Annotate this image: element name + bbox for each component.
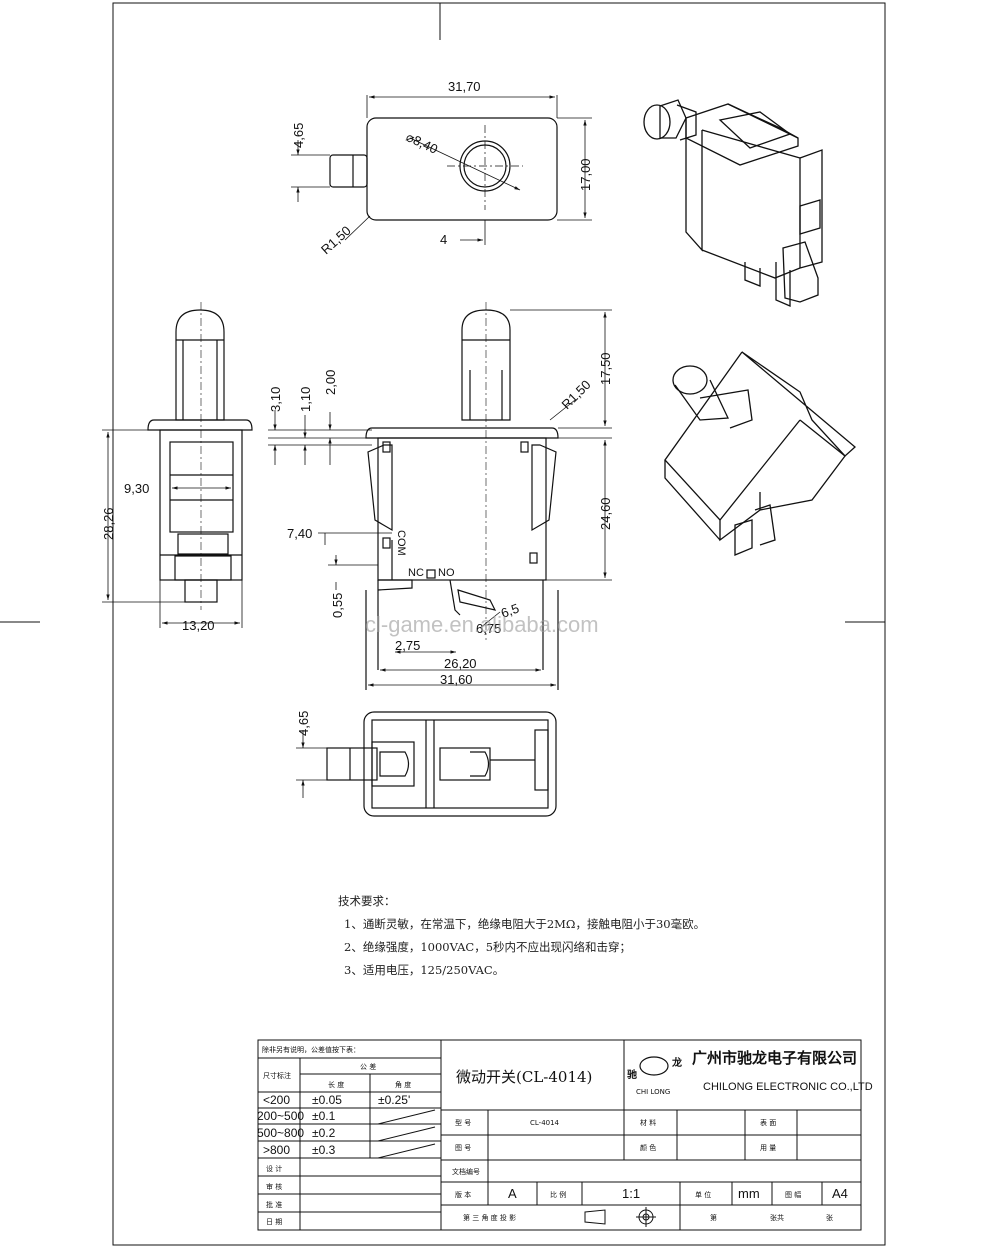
paper-label: 图 幅 <box>785 1190 801 1199</box>
dim-0-55: 0,55 <box>330 593 345 618</box>
top-view-dimensions <box>291 95 592 245</box>
file-label: 文档编号 <box>452 1167 480 1176</box>
tol-length-0: ±0.05 <box>312 1093 342 1107</box>
logo-char-1: 驰 <box>627 1068 637 1081</box>
sheet-suffix: 张 <box>826 1213 833 1222</box>
dim-6-75: 6,75 <box>476 621 501 636</box>
dim-plunger-height: 17,50 <box>598 352 613 385</box>
dim-side-2-00: 2,00 <box>323 370 338 395</box>
top-view-labels: 31,70 17,00 4,65 ⌀8,40 R1,50 4 <box>291 79 593 257</box>
dim-hole-dia: ⌀8,40 <box>404 129 440 157</box>
side-view <box>147 302 253 610</box>
front-view <box>365 302 559 690</box>
sheet-total-label: 张共 <box>770 1213 784 1222</box>
unit-value: mm <box>738 1186 760 1201</box>
surface-label: 表 面 <box>760 1118 776 1127</box>
sign-review: 审 核 <box>266 1182 282 1191</box>
scale-value: 1:1 <box>622 1186 640 1201</box>
unit-label: 单 位 <box>695 1190 711 1199</box>
isometric-view-lower <box>664 351 856 556</box>
logo-sub: CHI LONG <box>636 1088 670 1096</box>
side-view-labels: 28,26 9,30 13,20 3,10 1,10 2,00 <box>101 370 338 633</box>
drawing-no-label: 图 号 <box>455 1144 471 1152</box>
label-com: COM <box>395 530 407 556</box>
tol-angle-0: ±0.25' <box>378 1093 410 1107</box>
sign-date: 日 期 <box>266 1218 282 1226</box>
isometric-view-upper <box>643 99 823 307</box>
dim-hole-offset: 4 <box>440 232 447 247</box>
label-nc: NC <box>408 567 424 579</box>
dim-body-height: 24,60 <box>598 497 613 530</box>
notes-item-3: 3、适用电压，125/250VAC。 <box>344 963 505 977</box>
notes-heading: 技术要求： <box>338 894 396 908</box>
length-header: 长 度 <box>328 1080 344 1089</box>
dim-top-width: 31,70 <box>448 79 481 94</box>
angle-header: 角 度 <box>395 1080 411 1089</box>
model-label: 型 号 <box>455 1118 471 1127</box>
bottom-view <box>326 711 557 817</box>
dim-top-height: 17,00 <box>578 158 593 191</box>
projection-label: 第 三 角 度 投 影 <box>463 1213 516 1222</box>
tol-length-1: ±0.1 <box>312 1109 336 1123</box>
dim-side-width: 13,20 <box>182 618 215 633</box>
usage-label: 用 量 <box>760 1144 776 1152</box>
size-range-header: 尺寸标注 <box>263 1071 291 1080</box>
company-name-cn: 广州市驰龙电子有限公司 <box>692 1049 857 1067</box>
dim-2-75: 2,75 <box>395 638 420 653</box>
dim-side-height: 28,26 <box>101 507 116 540</box>
scale-label: 比 例 <box>550 1190 566 1199</box>
title-block <box>257 1039 862 1231</box>
dim-6-5: 6,5 <box>499 601 521 621</box>
dim-7-40: 7,40 <box>287 526 312 541</box>
tol-length-2: ±0.2 <box>312 1126 336 1140</box>
tolerance-header: 公 差 <box>360 1062 376 1071</box>
dim-side-inner-width: 9,30 <box>124 481 149 496</box>
model-value: CL-4014 <box>530 1119 560 1127</box>
front-view-dimensions <box>318 309 612 687</box>
tolerance-title: 除非另有说明，公差值按下表： <box>262 1045 360 1054</box>
dim-side-1-10: 1,10 <box>298 387 313 412</box>
tol-range-0: <200 <box>263 1093 290 1107</box>
company-name-en: CHILONG ELECTRONIC CO.,LTD <box>703 1081 873 1093</box>
company-logo-icon: 驰 龙 CHI LONG <box>627 1056 682 1096</box>
front-view-labels: 17,50 R1,50 24,60 7,40 0,55 6,5 6,75 2,7… <box>287 352 613 687</box>
dim-front-radius: R1,50 <box>559 377 594 412</box>
notes-item-2: 2、绝缘强度，1000VAC，5秒内不应出现闪络和击穿； <box>344 940 632 954</box>
tol-range-2: 500~800 <box>257 1126 304 1140</box>
dim-top-radius: R1,50 <box>318 223 354 257</box>
tol-range-1: 200~500 <box>257 1109 304 1123</box>
watermark: cl-game.en.alibaba.com <box>365 612 599 637</box>
logo-char-2: 龙 <box>671 1056 682 1069</box>
tol-range-3: >800 <box>263 1143 290 1157</box>
sign-approve: 批 准 <box>266 1200 282 1209</box>
dim-bottom-terminal: 4,65 <box>296 711 311 736</box>
sign-design: 设 计 <box>266 1164 282 1173</box>
dim-top-terminal: 4,65 <box>291 123 306 148</box>
technical-notes: 技术要求： 1、通断灵敏，在常温下，绝缘电阻大于2MΩ，接触电阻小于30毫欧。 … <box>338 890 858 982</box>
version-label: 版 本 <box>455 1190 471 1199</box>
version-value: A <box>508 1186 517 1201</box>
title-block-text: 除非另有说明，公差值按下表： 尺寸标注 公 差 长 度 角 度 <200 ±0.… <box>257 1045 873 1227</box>
notes-item-1: 1、通断灵敏，在常温下，绝缘电阻大于2MΩ，接触电阻小于30毫欧。 <box>344 917 706 931</box>
material-label: 材 料 <box>640 1118 656 1127</box>
sheet-border <box>0 2 886 1246</box>
third-angle-projection-icon <box>584 1207 656 1227</box>
dim-side-3-10: 3,10 <box>268 387 283 412</box>
tol-length-3: ±0.3 <box>312 1143 336 1157</box>
side-view-dimensions <box>102 410 372 628</box>
label-no: NO <box>438 567 455 579</box>
sheet-label: 第 <box>710 1213 717 1222</box>
part-name: 微动开关(CL-4014) <box>456 1068 592 1086</box>
top-view <box>329 117 558 221</box>
dim-31-60: 31,60 <box>440 672 473 687</box>
paper-value: A4 <box>832 1186 848 1201</box>
color-label: 颜 色 <box>640 1143 656 1152</box>
dim-26-20: 26,20 <box>444 656 477 671</box>
bottom-view-dimensions <box>296 730 327 798</box>
